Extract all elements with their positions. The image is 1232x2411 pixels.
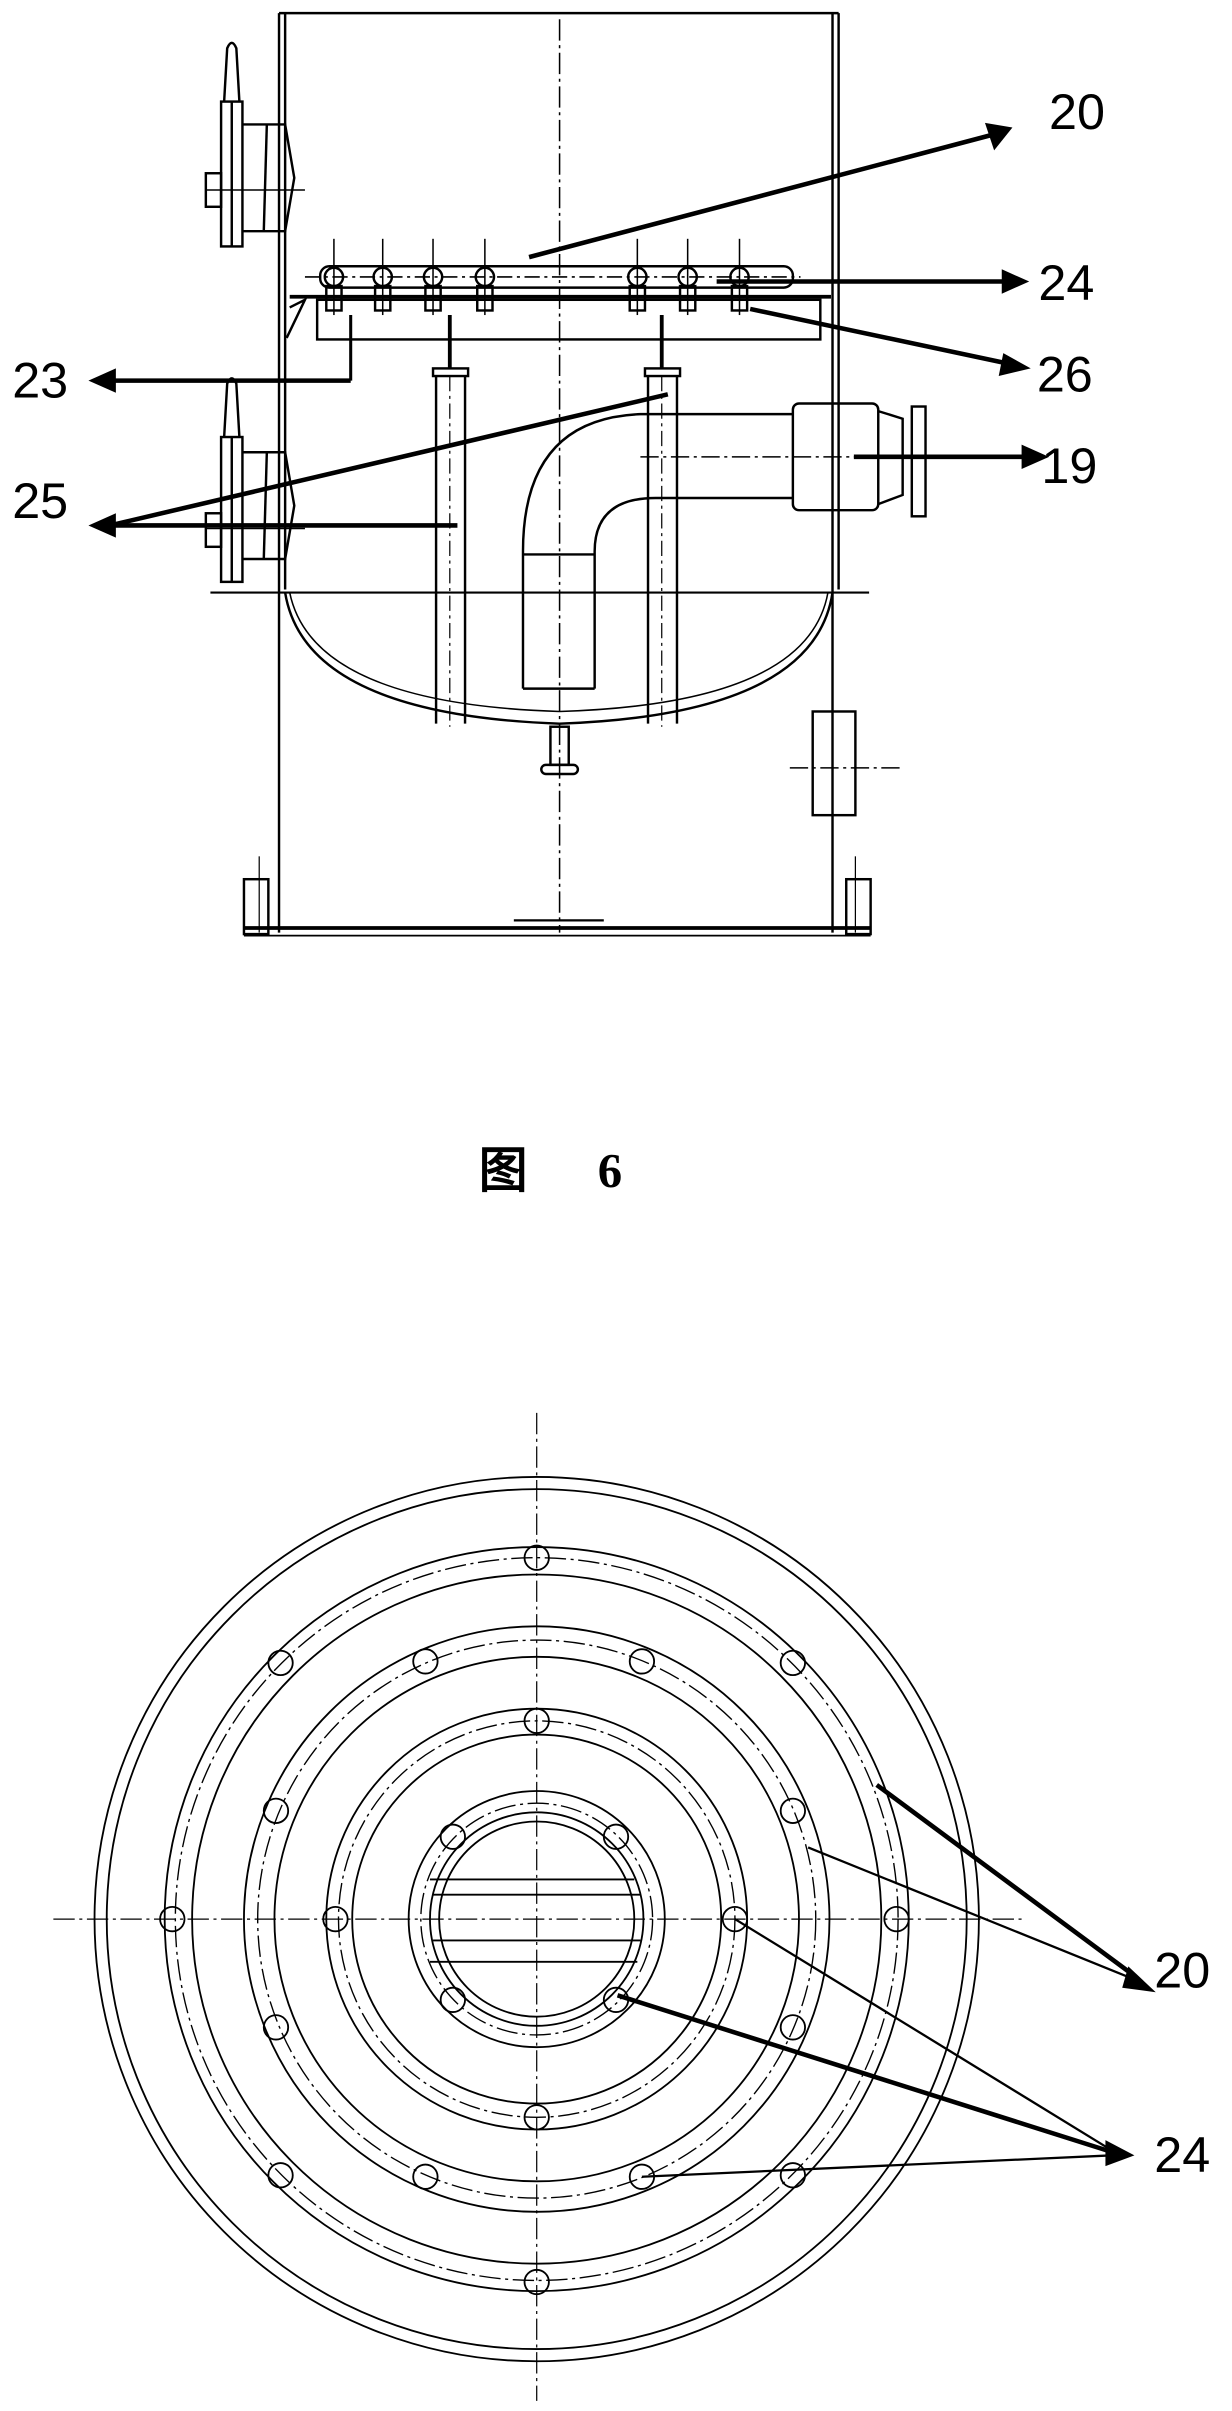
label-24: 24 [1038,254,1094,311]
label-24-top: 24 [1154,2126,1210,2183]
label-20-top: 20 [1154,1942,1210,1999]
label-19: 19 [1041,437,1097,494]
caption-char: 图 [479,1144,528,1198]
caption-number: 6 [598,1144,622,1198]
label-25: 25 [12,472,68,529]
side-view [204,11,927,937]
top-view-labels: 20 24 [1154,1942,1210,2183]
top-view-leaders [616,1783,1156,2178]
figure-caption: 图 6 [479,1144,622,1198]
label-23: 23 [12,351,68,408]
top-view [53,1412,1022,2401]
label-26: 26 [1037,345,1093,402]
header-holes [323,238,750,316]
side-view-leaders [88,122,1050,538]
distributor-holes [159,1544,910,2296]
label-20: 20 [1049,83,1105,140]
side-view-labels: 20 24 26 23 25 19 [12,83,1105,529]
